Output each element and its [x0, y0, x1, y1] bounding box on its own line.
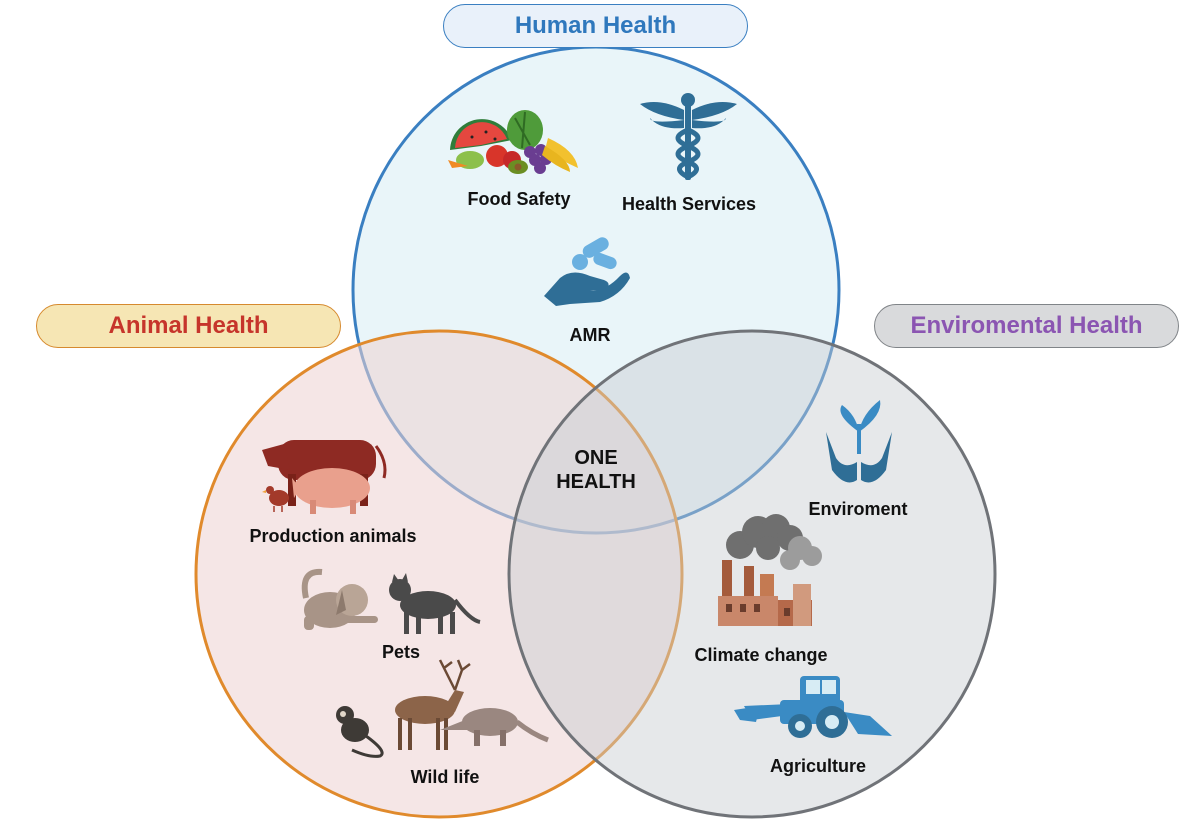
caduceus-icon — [640, 93, 737, 180]
health-services-label: Health Services — [621, 194, 757, 214]
food-safety-label: Food Safety — [467, 189, 571, 209]
monkey-deer-aardvark-icon — [336, 659, 549, 758]
climate-change-label: Climate change — [694, 645, 828, 665]
factory-smoke-icon — [718, 514, 822, 626]
cow-pig-chicken-icon — [262, 440, 387, 514]
plant-hands-icon — [826, 400, 892, 483]
dog-cat-icon — [301, 568, 481, 634]
production-animals-label: Production animals — [249, 526, 417, 546]
center-line-2: HEALTH — [556, 471, 636, 493]
fruit-vegetables-icon — [448, 110, 578, 174]
environmental-health-title: Enviromental Health — [874, 304, 1179, 348]
tractor-icon — [734, 676, 892, 738]
agriculture-label: Agriculture — [769, 756, 867, 776]
pills-hand-icon — [544, 237, 630, 306]
pets-label: Pets — [381, 642, 421, 662]
one-health-center-label: ONE HEALTH — [556, 446, 636, 494]
animal-health-title: Animal Health — [36, 304, 341, 348]
human-health-title: Human Health — [443, 4, 748, 48]
wild-life-label: Wild life — [410, 767, 480, 787]
center-line-1: ONE — [574, 447, 618, 469]
environment-label: Enviroment — [808, 499, 908, 519]
amr-label: AMR — [569, 325, 611, 345]
